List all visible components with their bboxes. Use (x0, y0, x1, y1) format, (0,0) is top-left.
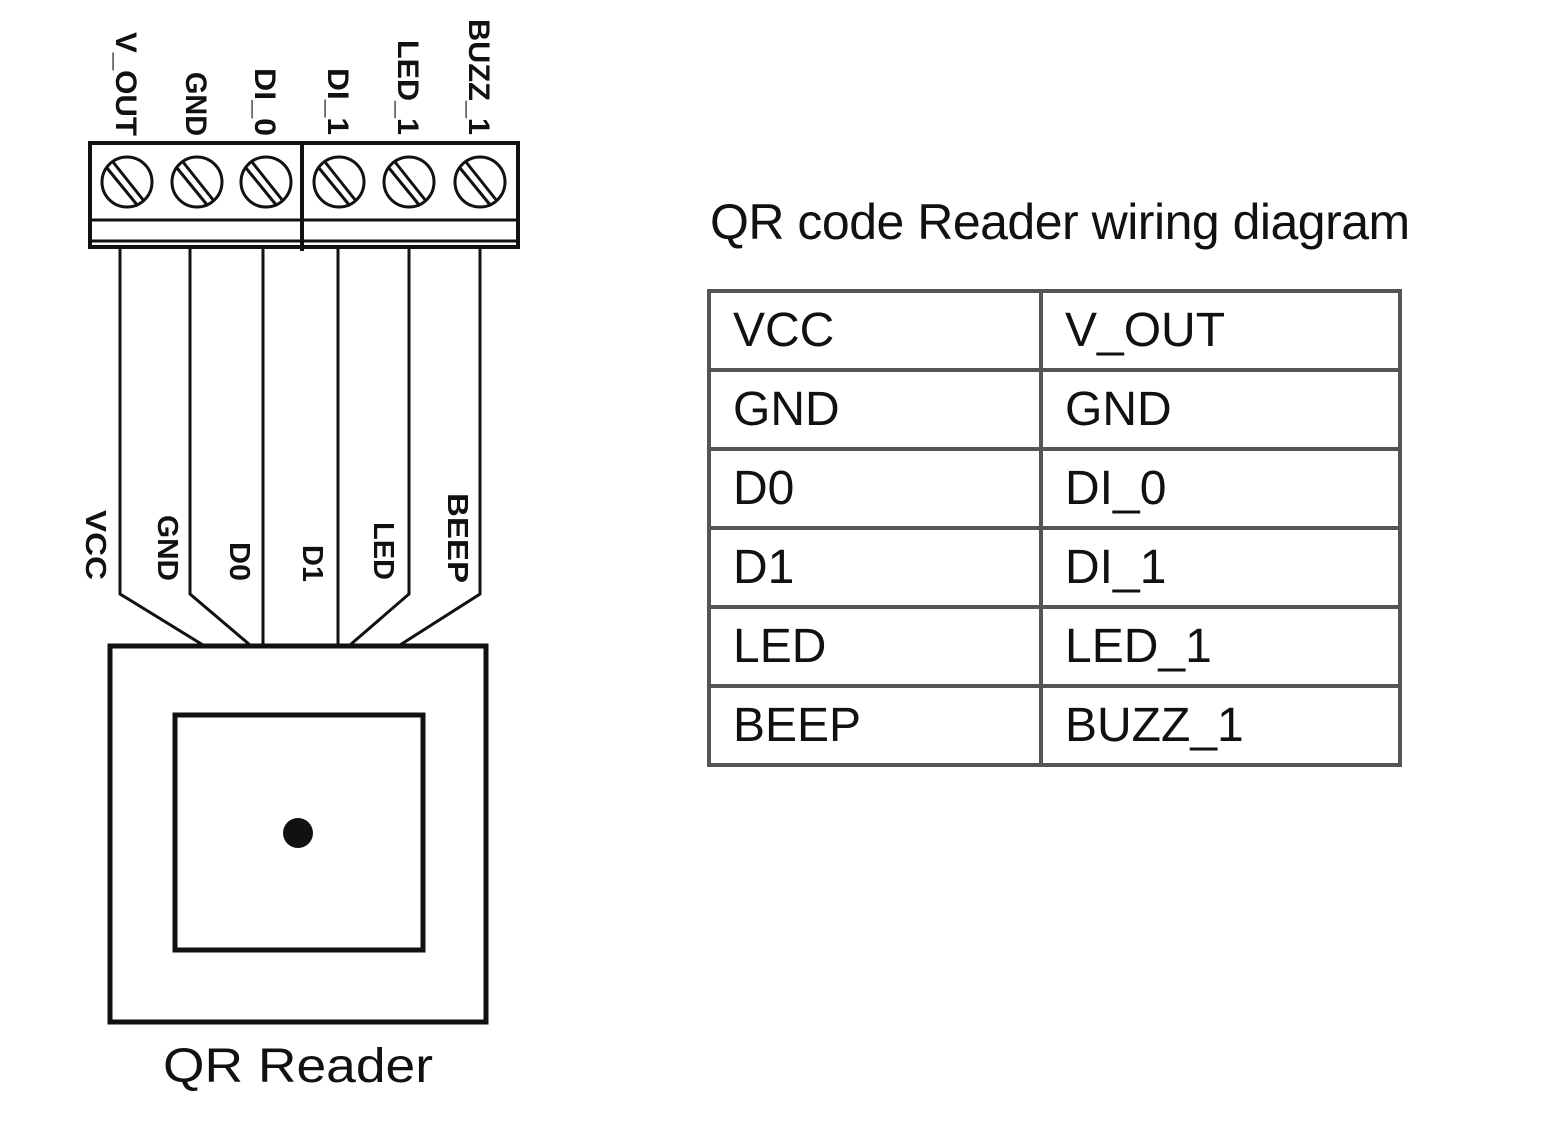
qr-reader-lens-dot (283, 818, 313, 848)
wire-label-gnd: GND (151, 515, 183, 581)
pin-label-led-1: LED_1 (391, 40, 424, 135)
wire-beep (399, 249, 482, 647)
screw-icon (453, 155, 507, 209)
screw-icon (239, 155, 293, 209)
wire-label-d0: D0 (223, 542, 255, 581)
table-row: VCC V_OUT (707, 289, 1402, 372)
reader-pin-cell: GND (707, 368, 1043, 451)
wires (118, 249, 482, 647)
table-title: QR code Reader wiring diagram (710, 194, 1410, 250)
terminal-cell: V_OUT (1039, 289, 1402, 372)
terminal-cell: GND (1039, 368, 1402, 451)
wire-label-beep: BEEP (441, 493, 473, 583)
wire-vcc (118, 249, 204, 647)
wire-label-led: LED (367, 522, 399, 580)
screw-icon (100, 155, 154, 209)
wiring-table: VCC V_OUT GND GND D0 DI_0 D1 DI_1 LED LE… (707, 289, 1402, 767)
qr-reader-outer-box (107, 643, 489, 1025)
pin-label-di-0: DI_0 (248, 68, 281, 136)
table-row: D1 DI_1 (707, 526, 1402, 609)
terminal-pin-labels: V_OUT GND DI_0 DI_1 LED_1 BUZZ_1 (109, 19, 495, 136)
reader-pin-cell: LED (707, 605, 1043, 688)
terminal-cell: LED_1 (1039, 605, 1402, 688)
reader-pin-cell: D0 (707, 447, 1043, 530)
wire-gnd (188, 249, 251, 647)
reader-pin-cell: D1 (707, 526, 1043, 609)
screw-icon (170, 155, 224, 209)
pin-label-di-1: DI_1 (321, 68, 354, 135)
terminal-cell: DI_0 (1039, 447, 1402, 530)
terminal-screws (100, 155, 507, 209)
table-row: LED LED_1 (707, 605, 1402, 688)
table-row: BEEP BUZZ_1 (707, 684, 1402, 767)
terminal-cell: BUZZ_1 (1039, 684, 1402, 767)
qr-reader-window (172, 712, 426, 953)
screw-icon (312, 155, 366, 209)
reader-wire-labels: VCC GND D0 D1 LED BEEP (79, 493, 473, 583)
reader-pin-cell: BEEP (707, 684, 1043, 767)
pin-label-gnd: GND (179, 72, 212, 136)
qr-reader-module (107, 643, 489, 1025)
wire-led (349, 249, 411, 647)
table-row: GND GND (707, 368, 1402, 451)
terminal-block (88, 141, 520, 251)
terminal-cell: DI_1 (1039, 526, 1402, 609)
wire-label-vcc: VCC (79, 510, 111, 580)
pin-label-buzz-1: BUZZ_1 (462, 19, 495, 135)
reader-pin-cell: VCC (707, 289, 1043, 372)
qr-reader-caption: QR Reader (163, 1040, 433, 1093)
pin-label-v-out: V_OUT (109, 32, 142, 136)
table-row: D0 DI_0 (707, 447, 1402, 530)
screw-icon (382, 155, 436, 209)
wire-label-d1: D1 (296, 545, 328, 582)
